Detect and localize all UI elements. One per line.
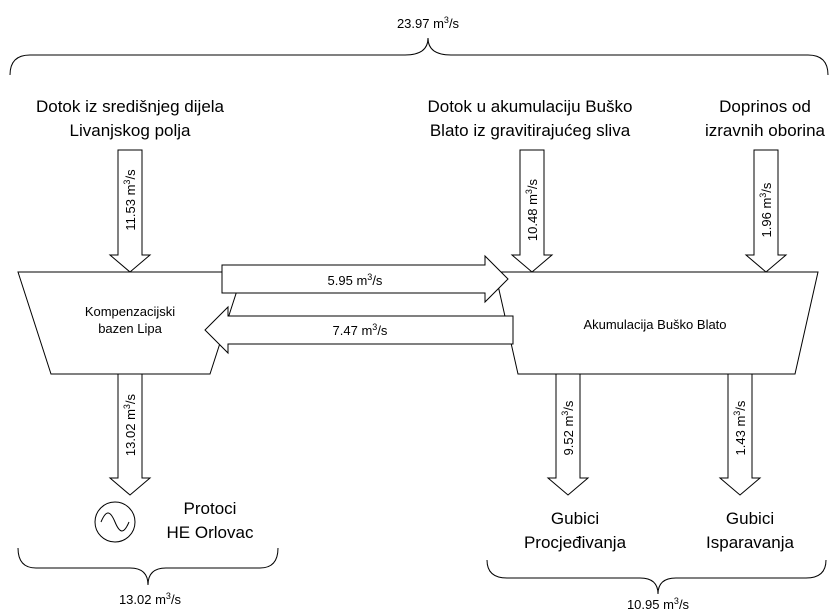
source-precipitation-label-line2: izravnih oborina	[705, 121, 826, 140]
source-precipitation-label-line1: Doprinos od	[719, 97, 811, 116]
bottom-left-total-label: 13.02 m3/s	[119, 591, 182, 607]
top-total-brace	[9, 37, 829, 76]
top-total-label: 23.97 m3/s	[397, 15, 460, 31]
source-busko-catchment-label-line1: Dotok u akumulaciju Buško	[427, 97, 632, 116]
source-busko-catchment-label-line2: Blato iz gravitirajućeg sliva	[430, 121, 631, 140]
sink-seepage-label-line2: Procjeđivanja	[524, 533, 627, 552]
bottom-left-brace	[17, 547, 279, 586]
bottom-right-brace	[486, 559, 827, 595]
outflow-seepage-arrow	[546, 373, 590, 496]
inflow-busko-catchment-value: 10.48 m3/s	[524, 178, 540, 241]
outflow-evaporation-arrow	[718, 373, 762, 496]
outflow-seepage-value: 9.52 m3/s	[560, 400, 576, 455]
sink-evaporation-label-line2: Isparavanja	[706, 533, 794, 552]
outflow-orlovac-arrow	[108, 373, 152, 496]
sink-orlovac-label-line2: HE Orlovac	[167, 523, 254, 542]
lipa-basin-label-line1: Kompenzacijski	[85, 304, 175, 319]
lipa-basin-node	[17, 271, 244, 375]
flow-lipa-to-busko-arrow	[221, 254, 509, 304]
flow-busko-to-lipa-arrow	[204, 305, 514, 355]
inflow-precipitation-arrow	[744, 149, 788, 273]
generator-sine-icon	[100, 512, 130, 532]
outflow-evaporation-value: 1.43 m3/s	[732, 400, 748, 455]
sink-evaporation-label-line1: Gubici	[726, 509, 774, 528]
busko-blato-label: Akumulacija Buško Blato	[583, 317, 726, 332]
inflow-livanjsko-value: 11.53 m3/s	[122, 169, 138, 231]
flow-lipa-to-busko-value: 5.95 m3/s	[328, 272, 383, 288]
inflow-precipitation-value: 1.96 m3/s	[758, 182, 774, 237]
inflow-livanjsko-arrow	[108, 149, 152, 273]
source-livanjsko-label-line2: Livanjskog polja	[70, 121, 192, 140]
inflow-busko-catchment-arrow	[510, 149, 554, 273]
sink-seepage-label-line1: Gubici	[551, 509, 599, 528]
flow-busko-to-lipa-value: 7.47 m3/s	[333, 322, 388, 338]
source-livanjsko-label-line1: Dotok iz središnjeg dijela	[36, 97, 225, 116]
lipa-basin-label-line2: bazen Lipa	[98, 321, 162, 336]
outflow-orlovac-value: 13.02 m3/s	[122, 393, 138, 456]
sink-orlovac-label-line1: Protoci	[184, 499, 237, 518]
bottom-right-total-label: 10.95 m3/s	[627, 596, 690, 612]
